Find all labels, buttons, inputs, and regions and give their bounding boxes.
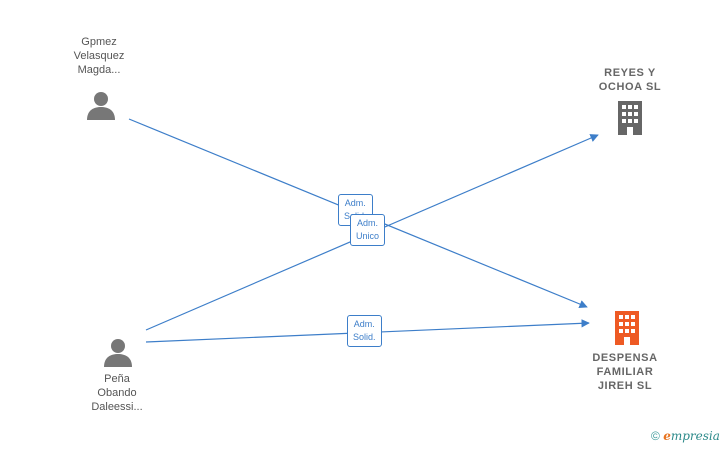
brand-logo[interactable]: © empresia xyxy=(651,429,720,443)
person-icon[interactable] xyxy=(86,90,116,120)
company-node-label[interactable]: REYES Y OCHOA SL xyxy=(580,66,680,94)
person-node-label[interactable]: Gpmez Velasquez Magda... xyxy=(50,35,148,77)
company-name-line: OCHOA SL xyxy=(598,81,662,93)
company-node-label[interactable]: DESPENSA FAMILIAR JIREH SL xyxy=(575,351,675,393)
company-name-line: FAMILIAR xyxy=(596,366,654,378)
company-name-line: REYES Y xyxy=(604,67,656,79)
company-name-line: DESPENSA xyxy=(592,352,658,364)
brand-initial: e xyxy=(663,429,671,443)
person-name-line: Obando xyxy=(97,387,137,399)
brand-name: mpresia xyxy=(670,429,720,443)
person-name-line: Daleessi... xyxy=(91,401,143,413)
person-name-line: Peña xyxy=(104,373,130,385)
edge-label-line: Adm. xyxy=(357,218,379,228)
copyright-symbol: © xyxy=(651,429,660,443)
person-name-line: Gpmez xyxy=(81,36,117,48)
edge-label: Adm. Solid. xyxy=(347,315,382,347)
edge-label-line: Solid. xyxy=(353,332,376,342)
person-icon[interactable] xyxy=(103,337,133,367)
edge-label-line: Unico xyxy=(356,231,380,241)
building-icon[interactable] xyxy=(612,311,642,345)
person-node-label[interactable]: Peña Obando Daleessi... xyxy=(68,372,166,414)
edge-label-line: Adm. xyxy=(344,198,366,208)
edge-label-line: Adm. xyxy=(353,319,375,329)
company-name-line: JIREH SL xyxy=(597,380,653,392)
building-icon[interactable] xyxy=(615,101,645,135)
edge-label: Adm. Unico xyxy=(350,214,386,246)
person-name-line: Magda... xyxy=(77,64,121,76)
person-name-line: Velasquez xyxy=(73,50,125,62)
